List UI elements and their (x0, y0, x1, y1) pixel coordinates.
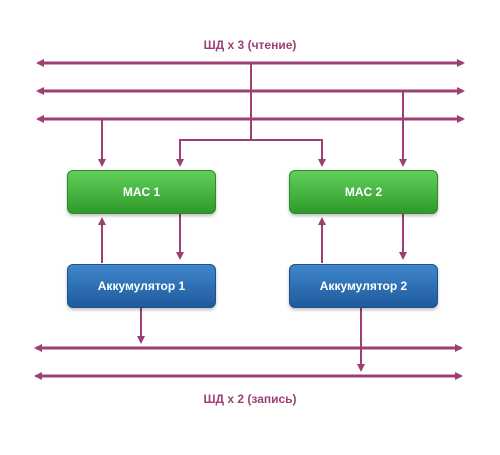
write-bus-label: ШД х 2 (запись) (203, 392, 297, 406)
mac2-block: MAC 2 (289, 170, 438, 214)
shared-branch (176, 139, 326, 167)
mac1-block: MAC 1 (67, 170, 216, 214)
read-bus-label: ШД х 3 (чтение) (203, 38, 297, 52)
accumulator2-block: Аккумулятор 2 (289, 264, 438, 308)
accumulator1-block: Аккумулятор 1 (67, 264, 216, 308)
